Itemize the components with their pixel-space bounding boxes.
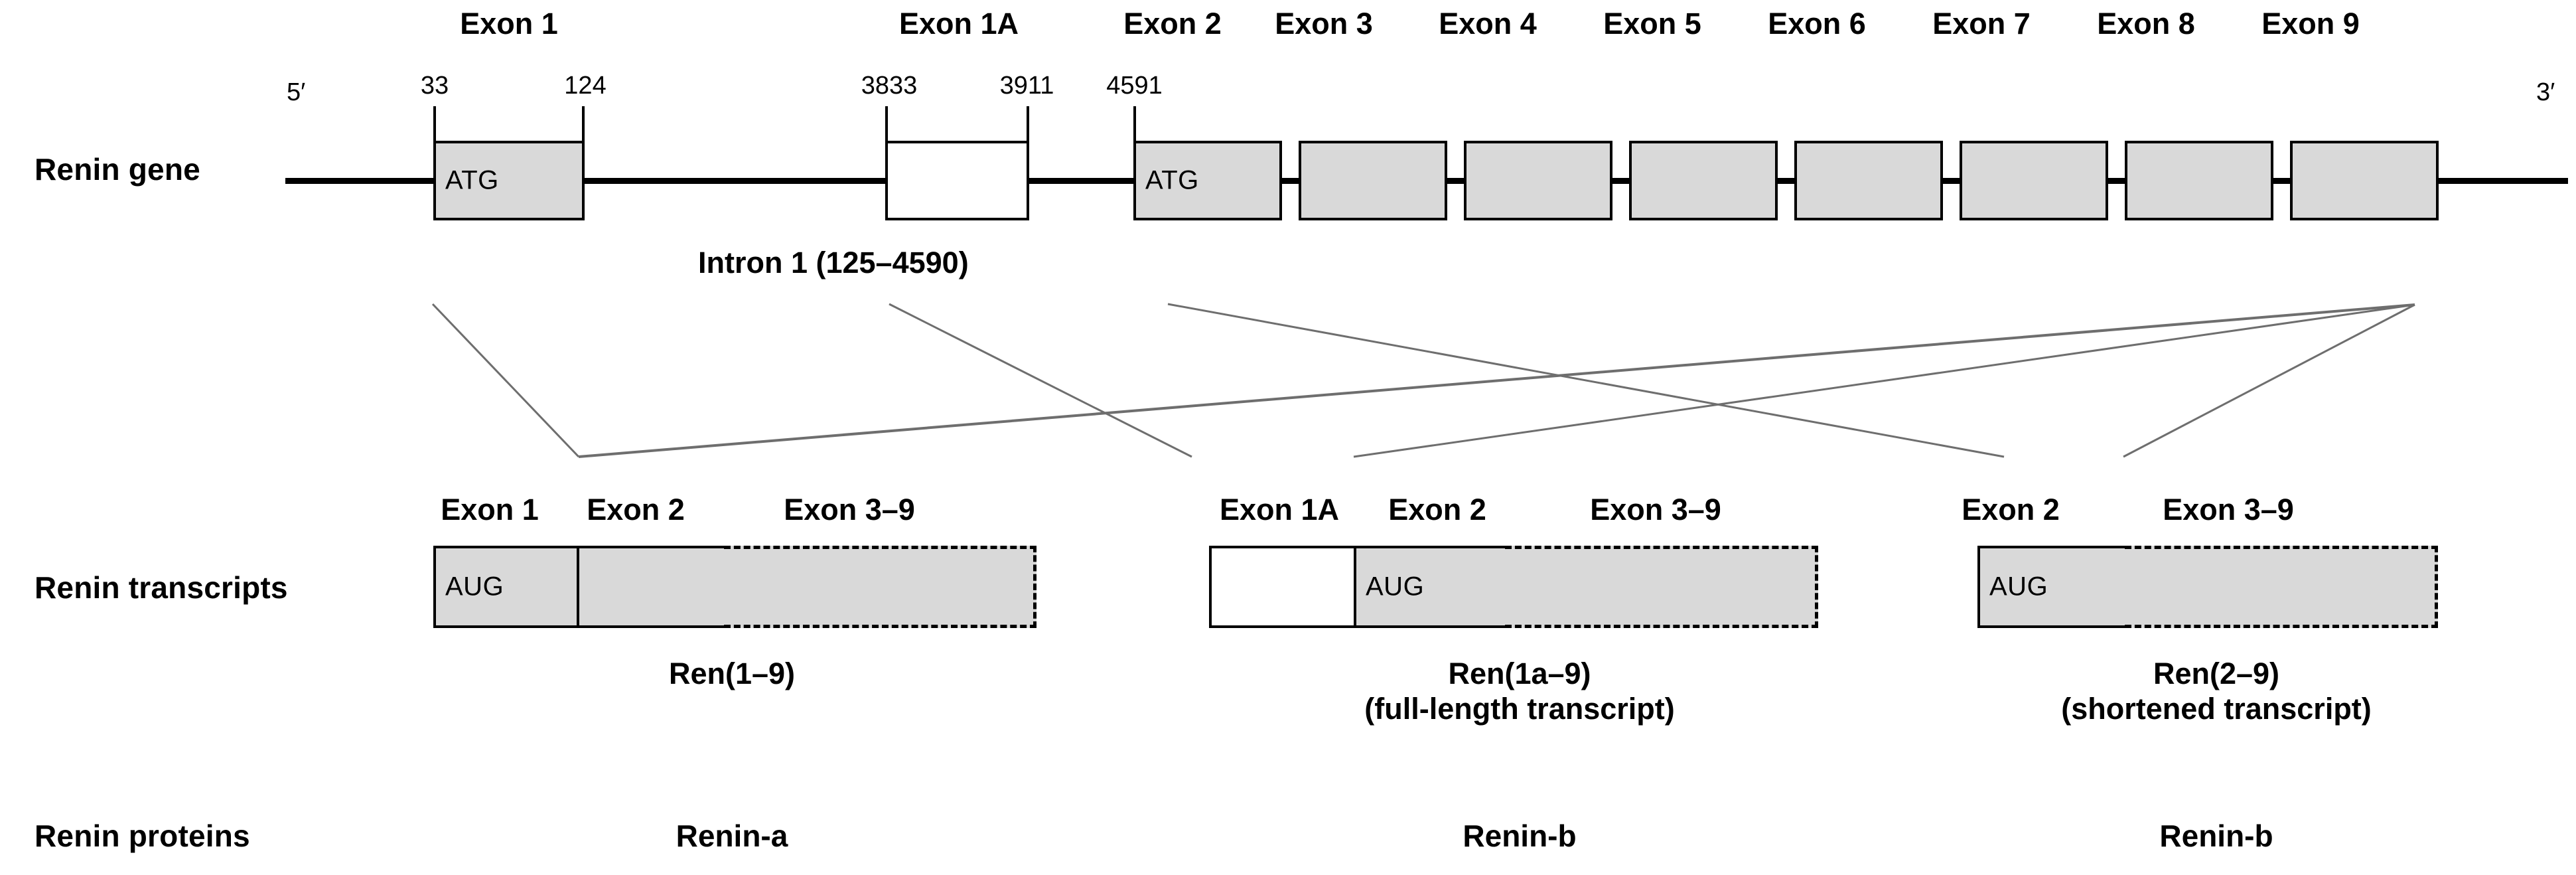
transcript-1-codon: AUG bbox=[445, 572, 504, 601]
gene-exon-start-coord-exon-1a: 3833 bbox=[861, 72, 918, 100]
transcript-2-segment-label-exon-3-9: Exon 3–9 bbox=[1590, 493, 1721, 526]
transcript-1-segment-label-exon-2: Exon 2 bbox=[587, 493, 685, 526]
gene-exon-label-exon-3: Exon 3 bbox=[1275, 7, 1373, 40]
transcript-2-caption-line1: Ren(1a–9) bbox=[1448, 657, 1591, 690]
gene-tick-exon-2-start bbox=[1133, 106, 1136, 143]
transcript-1-segment-exon-2 bbox=[577, 546, 727, 628]
gene-tick-exon-1a-start bbox=[885, 106, 888, 143]
transcript-2-codon: AUG bbox=[1366, 572, 1425, 601]
gene-exon-label-exon-2: Exon 2 bbox=[1123, 7, 1222, 40]
gene-exon-box-exon-7 bbox=[1960, 141, 2108, 220]
gene-exon-box-exon-8 bbox=[2125, 141, 2273, 220]
transcript-3-caption-line1: Ren(2–9) bbox=[2153, 657, 2280, 690]
transcript-3-codon: AUG bbox=[1989, 572, 2048, 601]
transcript-2-caption-line2: (full-length transcript) bbox=[1364, 692, 1675, 726]
protein-name-renin-b-full: Renin-b bbox=[1463, 819, 1577, 853]
transcript-3-segment-exon-3-9 bbox=[2125, 546, 2438, 628]
gene-exon-label-exon-4: Exon 4 bbox=[1439, 7, 1537, 40]
gene-exon-label-exon-6: Exon 6 bbox=[1768, 7, 1866, 40]
intron-1-caption: Intron 1 (125–4590) bbox=[698, 246, 969, 279]
gene-tick-exon-1-end bbox=[582, 106, 585, 143]
gene-exon-label-exon-8: Exon 8 bbox=[2097, 7, 2195, 40]
transcript-2-segment-label-exon-1a: Exon 1A bbox=[1219, 493, 1340, 526]
row-label-renin-transcripts: Renin transcripts bbox=[35, 570, 288, 605]
protein-name-renin-a: Renin-a bbox=[676, 819, 788, 853]
gene-tick-exon-1a-end bbox=[1027, 106, 1029, 143]
gene-exon-box-exon-6 bbox=[1794, 141, 1943, 220]
gene-exon-box-exon-4 bbox=[1464, 141, 1612, 220]
transcript-1-caption: Ren(1–9) bbox=[566, 656, 898, 691]
gene-exon-start-coord-exon-2: 4591 bbox=[1106, 72, 1163, 100]
gene-exon-box-exon-1a bbox=[885, 141, 1029, 220]
gene-exon-box-exon-2: ATG bbox=[1133, 141, 1282, 220]
transcript-3-caption: Ren(2–9) (shortened transcript) bbox=[2031, 656, 2402, 726]
gene-exon-codon-exon-2: ATG bbox=[1145, 165, 1199, 195]
gene-exon-start-coord-exon-1: 33 bbox=[420, 72, 449, 100]
gene-exon-box-exon-1: ATG bbox=[433, 141, 585, 220]
gene-exon-box-exon-3 bbox=[1299, 141, 1447, 220]
gene-exon-end-coord-exon-1a: 3911 bbox=[999, 72, 1054, 100]
gene-tick-exon-1-start bbox=[433, 106, 436, 143]
gene-exon-label-exon-9: Exon 9 bbox=[2261, 7, 2360, 40]
transcript-2-segment-exon-2: AUG bbox=[1354, 546, 1508, 628]
gene-exon-label-exon-5: Exon 5 bbox=[1603, 7, 1701, 40]
gene-exon-codon-exon-1: ATG bbox=[445, 165, 499, 195]
transcript-1-segment-label-exon-1: Exon 1 bbox=[441, 493, 539, 526]
transcript-1-segment-label-exon-3-9: Exon 3–9 bbox=[784, 493, 915, 526]
transcript-3-segment-exon-2: AUG bbox=[1977, 546, 2127, 628]
three-prime-label: 3′ bbox=[2536, 78, 2555, 106]
gene-exon-box-exon-9 bbox=[2290, 141, 2439, 220]
transcript-2-segment-exon-3-9 bbox=[1505, 546, 1818, 628]
transcript-3-segment-label-exon-2: Exon 2 bbox=[1962, 493, 2060, 526]
gene-exon-label-exon-1: Exon 1 bbox=[460, 7, 558, 40]
gene-exon-end-coord-exon-1: 124 bbox=[564, 72, 607, 100]
five-prime-label: 5′ bbox=[287, 78, 306, 106]
transcript-3-caption-line2: (shortened transcript) bbox=[2061, 692, 2372, 726]
row-label-renin-proteins: Renin proteins bbox=[35, 819, 250, 853]
transcript-2-segment-exon-1a bbox=[1209, 546, 1356, 628]
gene-exon-label-exon-1a: Exon 1A bbox=[898, 7, 1019, 40]
transcript-2-segment-label-exon-2: Exon 2 bbox=[1388, 493, 1486, 526]
gene-exon-box-exon-5 bbox=[1629, 141, 1778, 220]
gene-exon-label-exon-7: Exon 7 bbox=[1932, 7, 2031, 40]
transcript-1-caption-line1: Ren(1–9) bbox=[668, 657, 796, 690]
transcript-2-caption: Ren(1a–9) (full-length transcript) bbox=[1347, 656, 1692, 726]
row-label-renin-gene: Renin gene bbox=[35, 152, 200, 187]
transcript-1-segment-exon-1: AUG bbox=[433, 546, 579, 628]
transcript-3-segment-label-exon-3-9: Exon 3–9 bbox=[2163, 493, 2294, 526]
transcript-1-segment-exon-3-9 bbox=[724, 546, 1037, 628]
protein-name-renin-b-short: Renin-b bbox=[2159, 819, 2273, 853]
